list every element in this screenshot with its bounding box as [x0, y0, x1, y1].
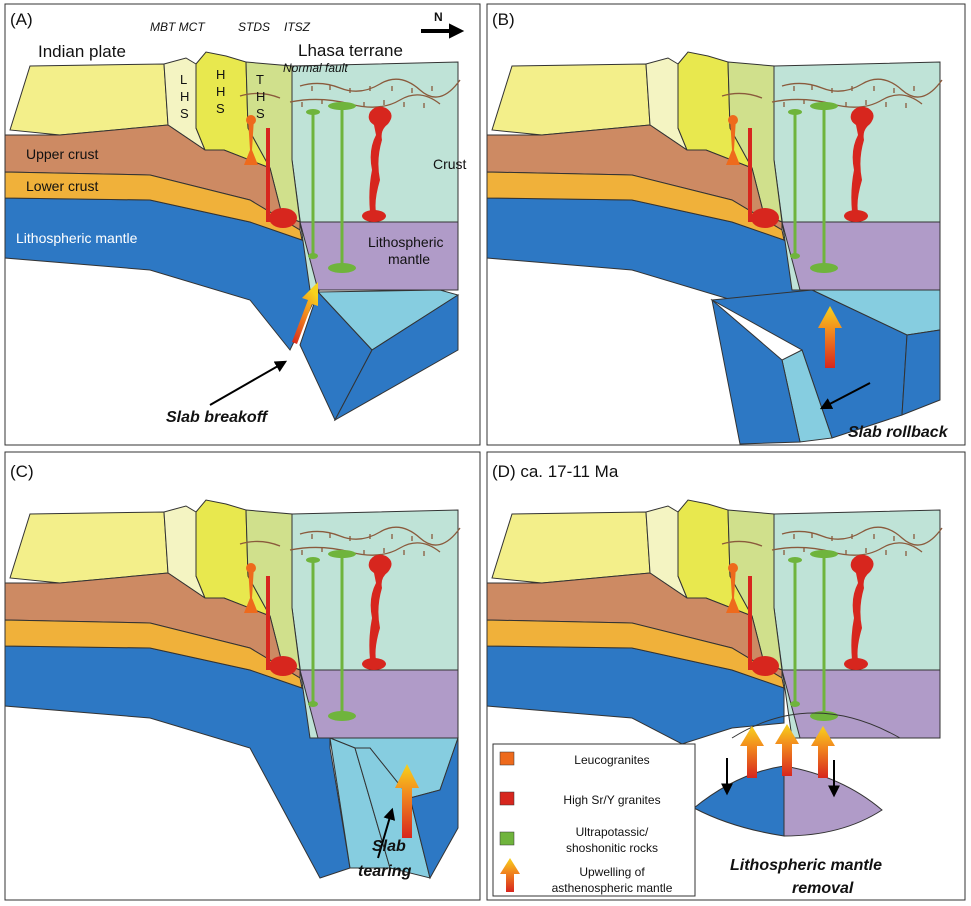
slab-tearing-label-2: tearing: [358, 863, 412, 880]
legend-swatch: [499, 831, 515, 846]
panel-a: [3, 50, 462, 422]
legend-label: shoshonitic rocks: [566, 841, 658, 855]
slab-breakoff-label: Slab breakoff: [166, 409, 269, 426]
itsz-label: ITSZ: [284, 20, 311, 34]
north-arrow-icon: [421, 23, 465, 39]
legend-box: [492, 743, 696, 897]
stds-label: STDS: [238, 20, 270, 34]
upper-crust-label: Upper crust: [26, 146, 98, 162]
legend-label: Ultrapotassic/: [576, 825, 649, 839]
panel-c: [3, 498, 462, 880]
lhasa-terrane-label: Lhasa terrane: [298, 41, 403, 60]
normal-fault-label: Normal fault: [283, 61, 348, 75]
hhs-s: S: [216, 101, 225, 116]
legend-swatch: [499, 791, 515, 806]
legend-label: Leucogranites: [574, 753, 649, 767]
legend-swatch: [499, 751, 515, 766]
lhasa-mantle-label-2: mantle: [388, 251, 430, 267]
slab-tearing-label-1: Slab: [372, 838, 406, 855]
panel-d: [485, 498, 944, 837]
ths-s: S: [256, 106, 265, 121]
panel-a-tag: (A): [10, 10, 33, 29]
lower-crust-label: Lower crust: [26, 178, 98, 194]
lithospheric-mantle-label: Lithospheric mantle: [16, 230, 138, 246]
ths-h: H: [256, 89, 265, 104]
legend-upwelling-icon: [500, 858, 520, 892]
mbt-mct-label: MBT MCT: [150, 20, 206, 34]
legend-label: Upwelling of: [579, 865, 645, 879]
indian-plate-label: Indian plate: [38, 42, 126, 61]
hhs-h1: H: [216, 67, 225, 82]
legend-label: asthenospheric mantle: [552, 881, 673, 895]
panel-b-tag: (B): [492, 10, 515, 29]
lhs-s: S: [180, 106, 189, 121]
panel-d-tag: (D) ca. 17-11 Ma: [492, 462, 619, 481]
crust-label: Crust: [433, 156, 467, 172]
ths-t: T: [256, 72, 264, 87]
lith-removal-label-1: Lithospheric mantle: [730, 857, 882, 874]
legend-label: High Sr/Y granites: [563, 793, 660, 807]
lith-removal-label-2: removal: [792, 880, 854, 897]
panel-c-tag: (C): [10, 462, 34, 481]
panel-b: [485, 50, 944, 445]
lhasa-mantle-label-1: Lithospheric: [368, 234, 444, 250]
lhs-h: H: [180, 89, 189, 104]
north-label: N: [434, 10, 443, 24]
slab-rollback-label: Slab rollback: [848, 424, 949, 441]
hhs-h2: H: [216, 84, 225, 99]
lhs-l: L: [180, 72, 187, 87]
